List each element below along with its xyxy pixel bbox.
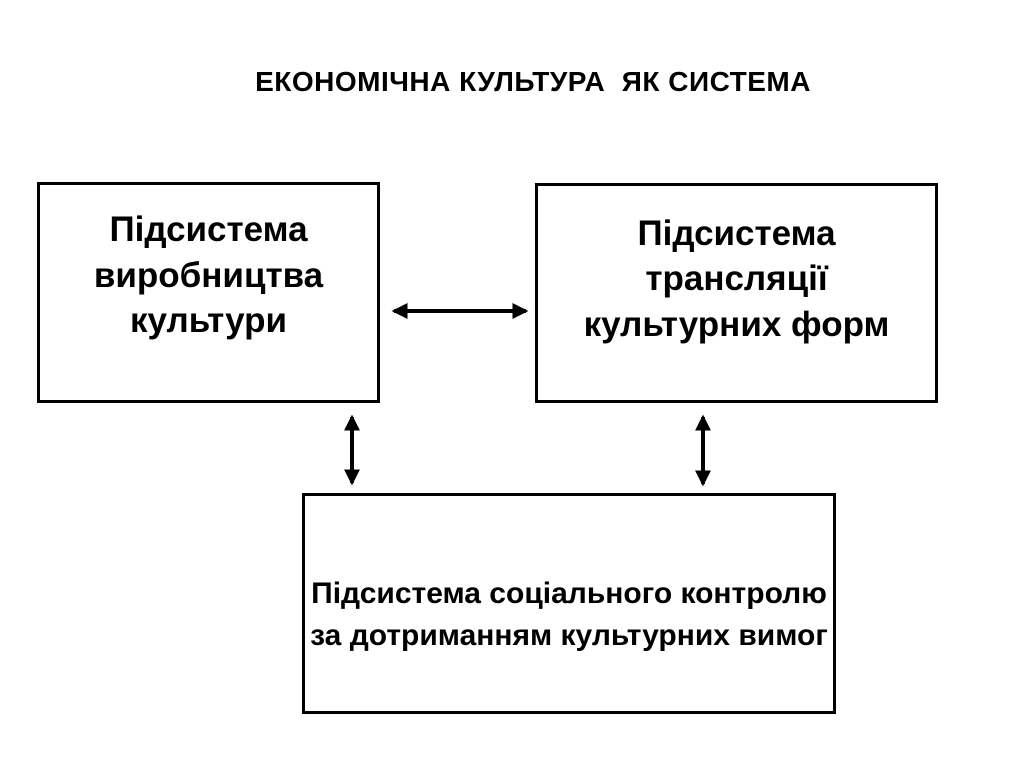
box-translation-label: Підсистема трансляції культурних форм: [583, 213, 890, 344]
box-social-control-label: Підсистема соціального контролю за дотри…: [310, 576, 828, 652]
box-production-label: Підсистема виробництва культури: [93, 210, 324, 341]
box-translation-subsystem: Підсистема трансляції культурних форм: [535, 183, 938, 403]
box-production-subsystem: Підсистема виробництва культури: [37, 182, 380, 403]
diagram-title: ЕКОНОМІЧНА КУЛЬТУРА ЯК СИСТЕМА: [255, 66, 811, 97]
box-social-control-subsystem: Підсистема соціального контролю за дотри…: [302, 493, 836, 714]
